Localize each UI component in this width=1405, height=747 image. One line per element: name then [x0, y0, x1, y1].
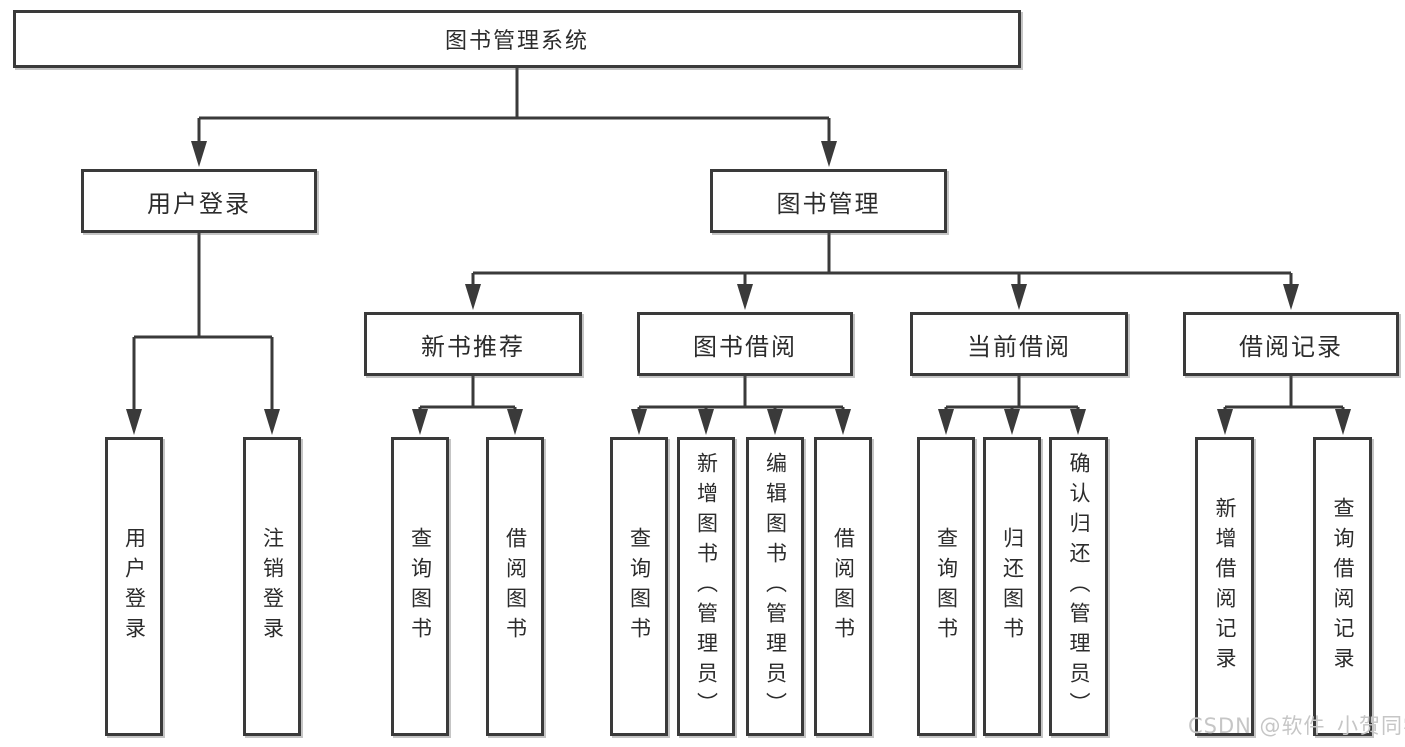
node-book-borrowing: 图书借阅	[637, 312, 853, 376]
node-book-management: 图书管理	[710, 169, 947, 233]
node-user-login: 用户登录	[81, 169, 317, 233]
leaf-add-borrow-record: 新增借阅记录	[1195, 437, 1254, 736]
leaf-confirm-return-admin: 确认归还（管理员）	[1049, 437, 1108, 736]
leaf-add-book-admin: 新增图书（管理员）	[677, 437, 735, 736]
arrowhead-icons	[126, 141, 1351, 435]
leaf-query-books-borrow: 查询图书	[610, 437, 668, 736]
leaf-query-books-recommend: 查询图书	[391, 437, 449, 736]
node-borrowing-records: 借阅记录	[1183, 312, 1399, 376]
leaf-borrow-books-recommend: 借阅图书	[486, 437, 544, 736]
leaf-return-book: 归还图书	[983, 437, 1041, 736]
leaf-edit-book-admin: 编辑图书（管理员）	[746, 437, 804, 736]
leaf-query-books-current: 查询图书	[917, 437, 975, 736]
leaf-borrow-books: 借阅图书	[814, 437, 872, 736]
csdn-watermark: CSDN @软件_小贺同学	[1188, 714, 1405, 738]
node-current-borrowing: 当前借阅	[910, 312, 1128, 376]
leaf-user-login: 用户登录	[105, 437, 163, 736]
node-library-management-system: 图书管理系统	[13, 10, 1021, 68]
leaf-query-borrow-record: 查询借阅记录	[1313, 437, 1372, 736]
node-new-book-recommendation: 新书推荐	[364, 312, 582, 376]
leaf-logout: 注销登录	[243, 437, 301, 736]
